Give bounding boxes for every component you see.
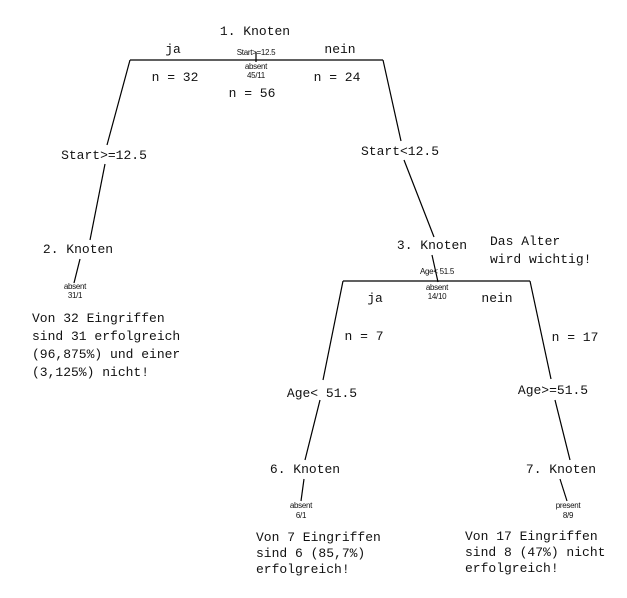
edge-root-left-lower	[89, 163, 106, 241]
node3-left-n: n = 7	[344, 329, 383, 344]
node7-class: present	[556, 501, 582, 510]
edge-root-right-lower	[403, 159, 435, 238]
node6-note-line: Von 7 Eingriffen	[256, 530, 381, 545]
node6-title: 6. Knoten	[270, 462, 340, 477]
root-counts: 45/11	[247, 71, 266, 80]
node2-title: 2. Knoten	[43, 242, 113, 257]
node7-tick	[559, 478, 568, 502]
edge-root-left	[106, 59, 131, 146]
node3-note-line: Das Alter	[490, 234, 560, 249]
node6-tick	[300, 478, 305, 502]
node3-right-n: n = 17	[552, 330, 599, 345]
root-class: absent	[245, 62, 268, 71]
node2-note-line: (3,125%) nicht!	[32, 365, 149, 380]
node2-note-line: Von 32 Eingriffen	[32, 311, 165, 326]
node7-counts: 8/9	[563, 511, 574, 520]
edge-root-right	[382, 59, 402, 142]
node7-note-line: Von 17 Eingriffen	[465, 529, 598, 544]
edge-label-root-right: Start<12.5	[361, 144, 439, 159]
node3-left-branch-label: ja	[367, 291, 383, 306]
node2-note-line: (96,875%) und einer	[32, 347, 180, 362]
node3-class: absent	[426, 283, 449, 292]
node6-note-line: erfolgreich!	[256, 562, 350, 577]
node7-title: 7. Knoten	[526, 462, 596, 477]
root-right-n: n = 24	[314, 70, 361, 85]
edge-label-node3-left: Age< 51.5	[287, 386, 357, 401]
edge-node3-left-lower	[304, 399, 321, 461]
root-n: n = 56	[229, 86, 276, 101]
node3-tick	[431, 254, 439, 283]
node7-note-line: erfolgreich!	[465, 561, 559, 576]
node6-class: absent	[290, 501, 313, 510]
node2-tick	[73, 258, 81, 284]
root-left-n: n = 32	[152, 70, 199, 85]
node1-title: 1. Knoten	[220, 24, 290, 39]
node2-class: absent	[64, 282, 87, 291]
root-right-branch-label: nein	[324, 42, 355, 57]
node3-counts: 14/10	[428, 292, 447, 301]
node7-note-line: sind 8 (47%) nicht	[465, 545, 605, 560]
node3-note-line: wird wichtig!	[490, 252, 591, 267]
root-split-label: Start>=12.5	[237, 48, 276, 57]
edge-node3-left	[322, 280, 344, 381]
node3-right-branch-label: nein	[481, 291, 512, 306]
edge-node3-right-lower	[554, 399, 571, 461]
node3-split-label: Age< 51.5	[420, 267, 455, 276]
edge-node3-right	[529, 280, 552, 380]
node2-note-line: sind 31 erfolgreich	[32, 329, 180, 344]
node6-counts: 6/1	[296, 511, 307, 520]
node2-counts: 31/1	[68, 291, 83, 300]
node3-title: 3. Knoten	[397, 238, 467, 253]
root-left-branch-label: ja	[165, 42, 181, 57]
node6-note-line: sind 6 (85,7%)	[256, 546, 365, 561]
edge-label-root-left: Start>=12.5	[61, 148, 147, 163]
edge-label-node3-right: Age>=51.5	[518, 383, 588, 398]
